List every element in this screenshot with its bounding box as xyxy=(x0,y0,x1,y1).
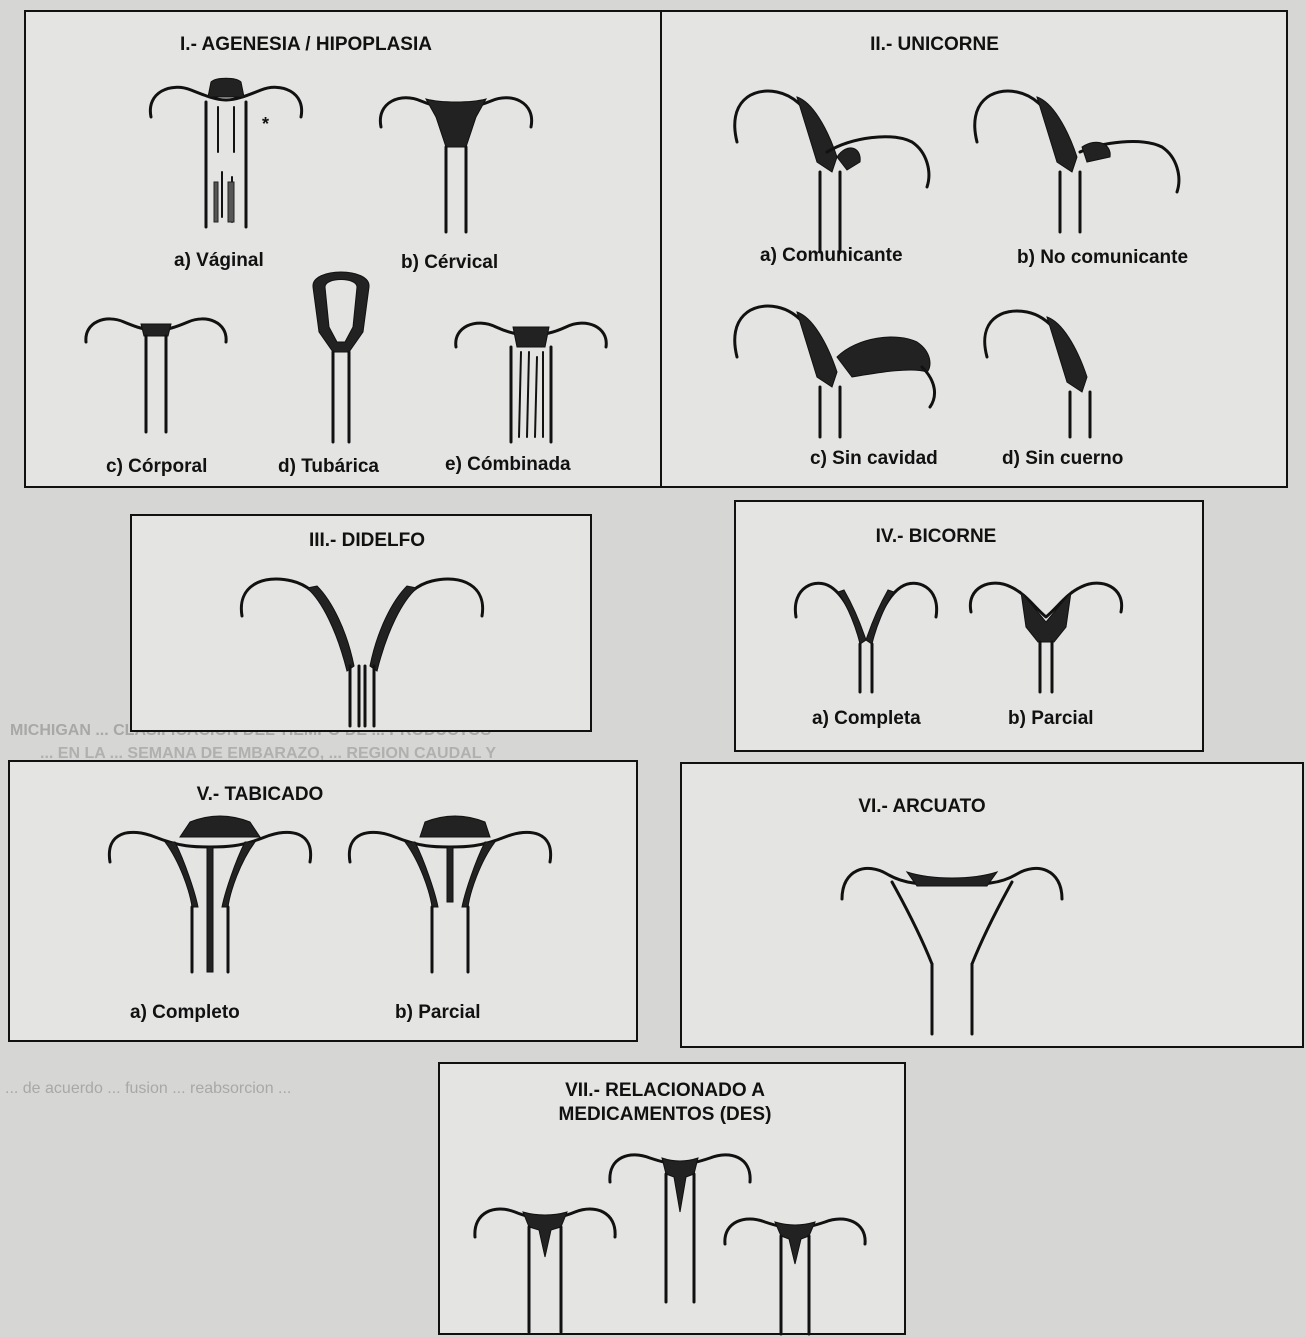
unicorne-no-cavity-icon xyxy=(735,306,935,437)
bicorne-partial-icon xyxy=(970,583,1121,692)
uterus-combined-icon xyxy=(456,323,607,442)
unicorne-noncommunicating-icon xyxy=(975,91,1179,232)
panel-medicamentos-des: VII.- RELACIONADO A MEDICAMENTOS (DES) xyxy=(438,1062,906,1335)
asterisk-mark: * xyxy=(262,114,269,134)
panel-agenesia-hipoplasia: I.- AGENESIA / HIPOPLASIA * xyxy=(24,10,662,488)
tabicado-complete-icon xyxy=(109,816,310,972)
bicorne-diagrams xyxy=(736,502,1206,754)
label-bicorne-complete: a) Completa xyxy=(812,708,921,730)
unicorne-communicating-icon xyxy=(735,91,929,252)
label-tubaric: d) Tubárica xyxy=(278,456,379,478)
uterus-des-right-icon xyxy=(725,1219,865,1334)
tabicado-partial-icon xyxy=(349,816,550,972)
label-combined: e) Cómbinada xyxy=(445,454,571,476)
panel-didelfo: III.- DIDELFO xyxy=(130,514,592,732)
bicorne-complete-icon xyxy=(795,583,936,692)
uterus-tubaric-icon xyxy=(313,272,369,442)
unicorne-diagrams xyxy=(662,12,1290,490)
didelfo-diagram xyxy=(132,516,594,734)
label-no-horn: d) Sin cuerno xyxy=(1002,448,1123,470)
label-tabicado-complete: a) Completo xyxy=(130,1002,240,1024)
agenesia-diagrams: * xyxy=(26,12,664,490)
uterus-corporal-icon xyxy=(86,319,226,432)
panel-unicorne: II.- UNICORNE a) Comunica xyxy=(660,10,1288,488)
unicorne-no-horn-icon xyxy=(985,311,1090,437)
tabicado-diagrams xyxy=(10,762,640,1044)
label-no-cavity: c) Sin cavidad xyxy=(810,448,938,470)
label-communicating: a) Comunicante xyxy=(760,245,903,267)
des-diagrams xyxy=(440,1064,908,1337)
label-noncommunicating: b) No comunicante xyxy=(1017,247,1188,269)
uterus-cervical-icon xyxy=(380,98,531,232)
label-tabicado-partial: b) Parcial xyxy=(395,1002,481,1024)
uterus-vaginal-icon xyxy=(150,78,301,227)
label-vaginal: a) Váginal xyxy=(174,250,264,272)
panel-arcuato: VI.- ARCUATO xyxy=(680,762,1304,1048)
panel-tabicado: V.- TABICADO a) Completo b) Parcial xyxy=(8,760,638,1042)
panel-bicorne: IV.- BICORNE a) Completa b) Parcial xyxy=(734,500,1204,752)
arcuato-diagram xyxy=(682,764,1306,1050)
uterus-arcuate-icon xyxy=(842,868,1062,1034)
uterus-didelfo-icon xyxy=(241,579,482,726)
label-cervical: b) Cérvical xyxy=(401,252,498,274)
uterus-des-left-icon xyxy=(475,1209,615,1332)
label-corporal: c) Córporal xyxy=(106,456,207,478)
label-bicorne-partial: b) Parcial xyxy=(1008,708,1094,730)
